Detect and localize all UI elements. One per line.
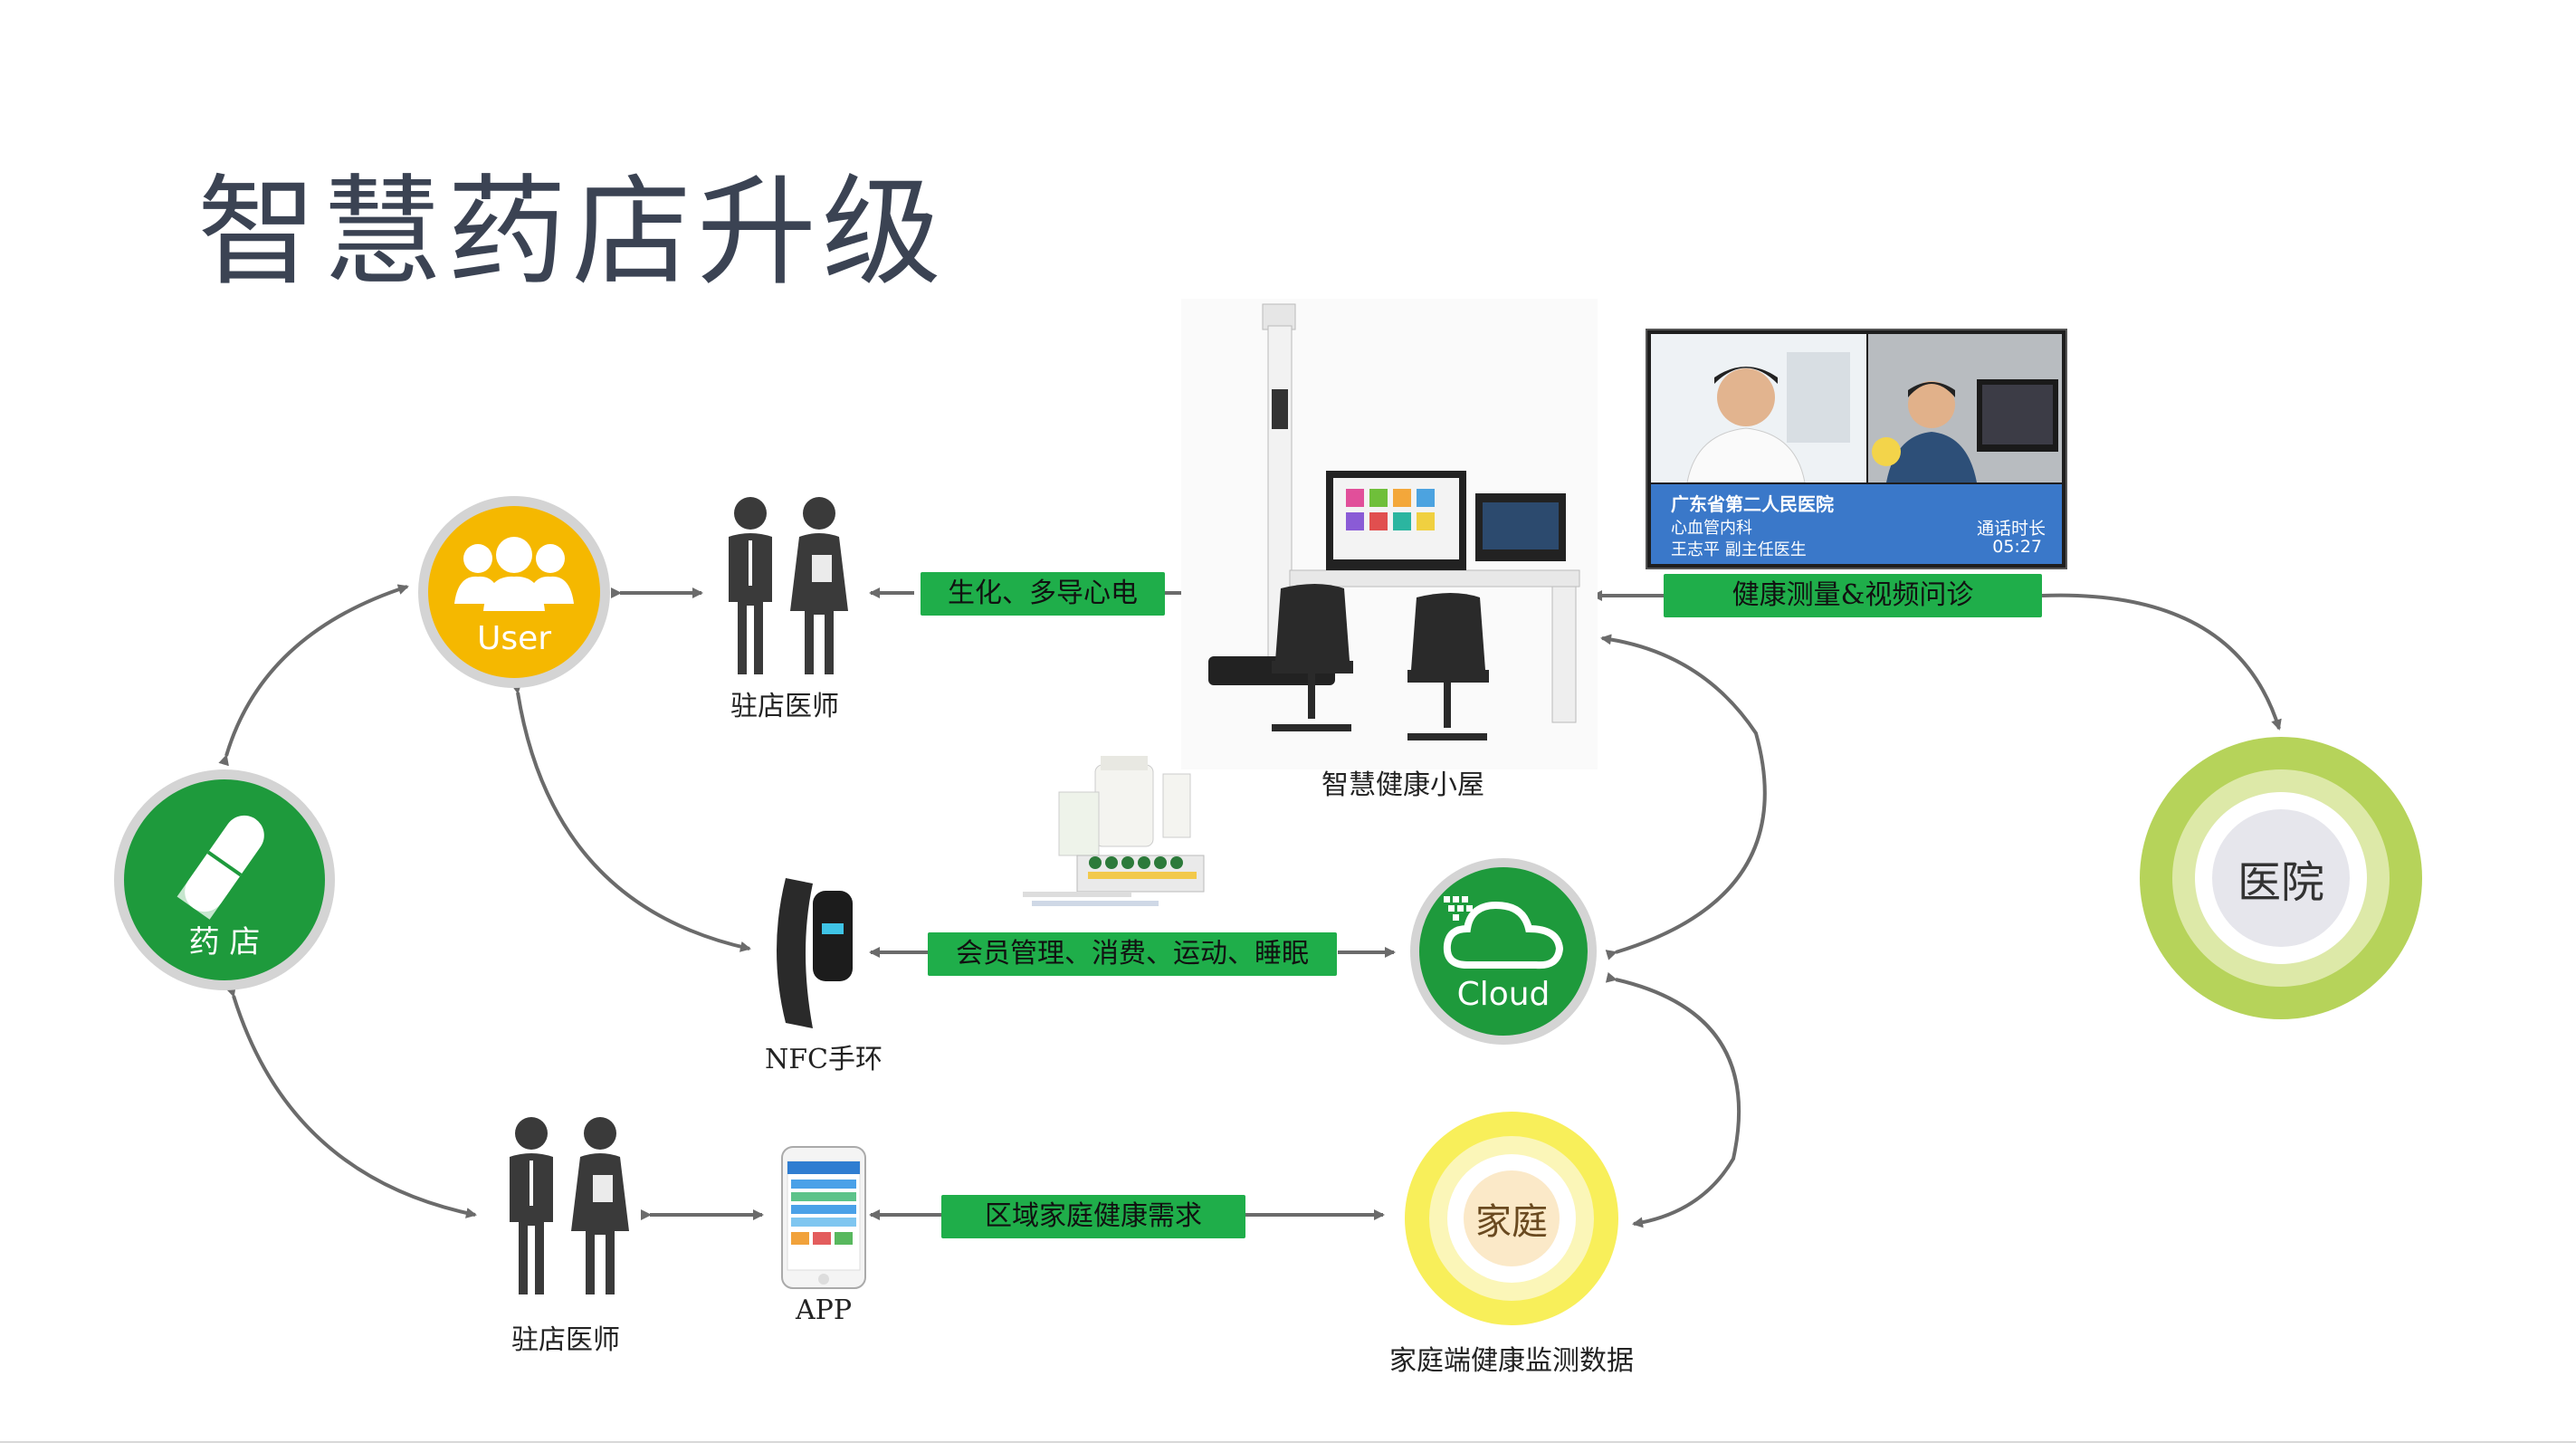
video-duration-label: 通话时长: [1976, 519, 2046, 539]
hospital-label: 医院: [2237, 857, 2324, 908]
video-bar: 健康测量&视频问诊: [1664, 574, 2042, 617]
arrow-cloud-family: [1605, 971, 1741, 1228]
hospital-node: 医院: [2140, 737, 2422, 1019]
arrow-cloud-room: [1600, 634, 1767, 960]
health-room-label: 智慧健康小屋: [1321, 769, 1484, 801]
video-doctor-right: [1868, 334, 2062, 482]
family-node: 家庭: [1405, 1112, 1618, 1325]
video-info-bar: 广东省第二人民医院 心血管内科 王志平 副主任医生 通话时长 05:27: [1651, 484, 2062, 564]
cloud-icon: [1443, 896, 1564, 970]
video-department: 心血管内科: [1671, 519, 1752, 538]
page-title: 智慧药店升级: [197, 163, 947, 302]
medicine-supplies-icon: [1023, 756, 1205, 906]
bottom-divider: [0, 1441, 2576, 1443]
member-bar: 会员管理、消费、运动、睡眠: [928, 932, 1337, 976]
pharmacy-node: 药 店: [114, 769, 335, 990]
video-doctor-name: 王志平 副主任医生: [1671, 540, 1807, 559]
doctor-top-label: 驻店医师: [730, 691, 839, 722]
health-room-device: [1181, 299, 1598, 769]
capsule-icon: [177, 815, 264, 920]
pharmacy-label: 药 店: [188, 924, 261, 960]
user-node: User: [418, 496, 610, 688]
video-hospital-name: 广东省第二人民医院: [1671, 493, 1834, 515]
users-icon: [454, 537, 574, 611]
user-label: User: [476, 620, 552, 657]
regional-bar: 区域家庭健康需求: [941, 1195, 1245, 1238]
family-monitor-label: 家庭端健康监测数据: [1389, 1345, 1634, 1377]
doctor-bottom-label: 驻店医师: [511, 1324, 620, 1356]
cloud-node: Cloud: [1410, 858, 1597, 1045]
cloud-label: Cloud: [1456, 976, 1550, 1013]
video-call-panel: 广东省第二人民医院 心血管内科 王志平 副主任医生 通话时长 05:27: [1646, 329, 2067, 569]
doctor-portrait-icon: [1651, 334, 1866, 483]
biochem-bar: 生化、多导心电: [921, 572, 1165, 616]
phone-app-icon: [781, 1146, 866, 1289]
doctors-icon-bottom: [510, 1117, 629, 1294]
arrow-video-hospital: [2041, 593, 2282, 731]
arrow-user-nfc: [510, 683, 751, 952]
remote-doctor-icon: [1868, 334, 2062, 482]
arrow-pharmacy-user: [218, 584, 409, 767]
family-label: 家庭: [1475, 1201, 1548, 1243]
video-doctor-left: [1651, 334, 1866, 483]
arrow-pharmacy-doctor: [225, 985, 477, 1218]
video-duration: 05:27: [1992, 537, 2042, 557]
doctors-icon-top: [729, 497, 848, 674]
nfc-band-icon: [777, 878, 853, 1028]
app-label: APP: [795, 1294, 853, 1326]
nfc-label: NFC手环: [764, 1044, 883, 1075]
